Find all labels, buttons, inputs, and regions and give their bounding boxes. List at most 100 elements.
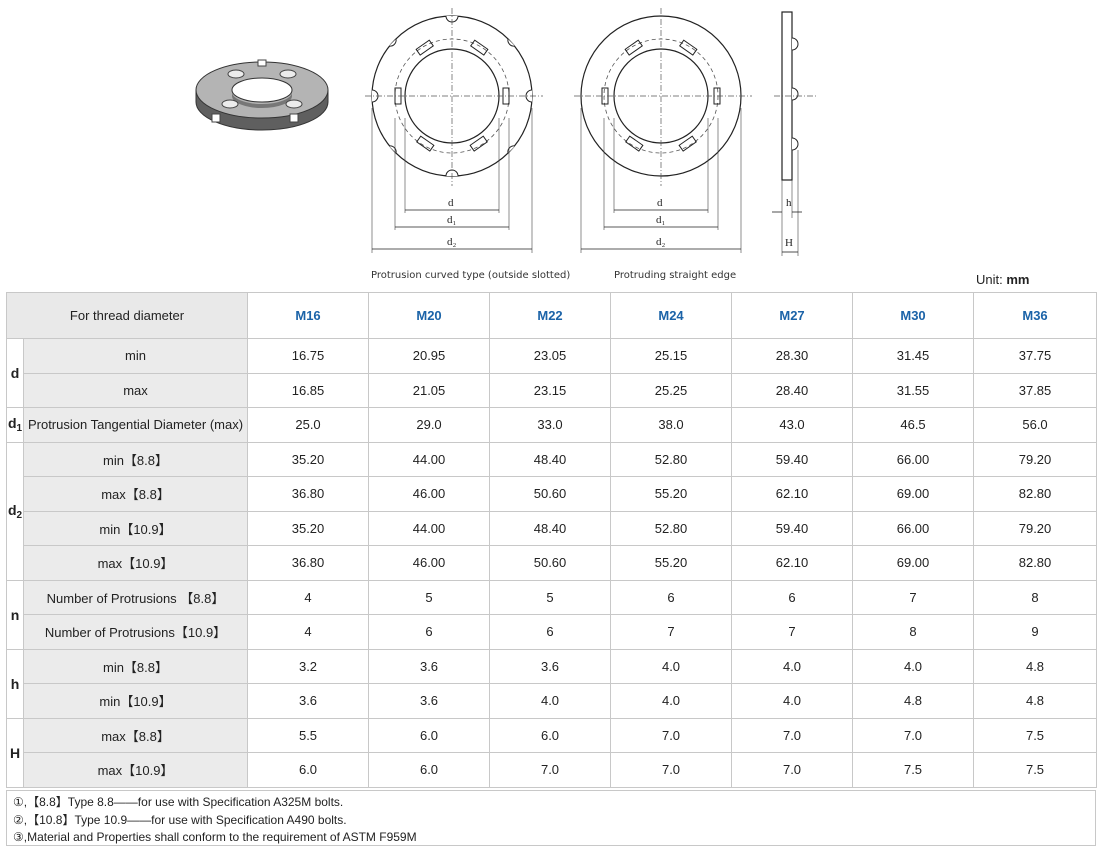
size-header: M27 xyxy=(731,292,854,339)
group-symbol-text: d xyxy=(7,501,17,518)
table-cell: 59.40 xyxy=(731,441,854,477)
table-cell: 79.20 xyxy=(973,441,1098,477)
size-header: M20 xyxy=(368,292,491,339)
row-label: max【8.8】 xyxy=(22,717,249,753)
row-label: min【8.8】 xyxy=(22,648,249,684)
dim-H-label: H xyxy=(785,237,793,249)
dim-d1-label: d₁ xyxy=(656,214,666,226)
table-cell: 66.00 xyxy=(852,510,975,546)
side-view-drawing: h H xyxy=(772,11,816,256)
unit-label: Unit: xyxy=(976,272,1003,287)
table-cell: 31.45 xyxy=(852,338,975,374)
table-cell: 7.0 xyxy=(731,717,854,753)
dim-d-label: d xyxy=(657,197,663,209)
dim-d-label: d xyxy=(448,197,454,209)
table-cell: 6.0 xyxy=(368,752,491,788)
table-cell: 37.75 xyxy=(973,338,1098,374)
table-cell: 38.0 xyxy=(610,407,733,443)
table-cell: 3.6 xyxy=(247,683,370,719)
group-symbol-text: H xyxy=(9,744,21,761)
table-cell: 35.20 xyxy=(247,510,370,546)
unit-value: mm xyxy=(1006,272,1030,287)
table-cell: 5 xyxy=(368,579,491,615)
table-cell: 36.80 xyxy=(247,545,370,581)
table-cell: 52.80 xyxy=(610,441,733,477)
table-cell: 16.75 xyxy=(247,338,370,374)
spec-table: For thread diameter M16 M20 M22 M24 M27 … xyxy=(5,292,1098,788)
group-symbol: H xyxy=(6,717,24,788)
size-header: M36 xyxy=(973,292,1098,339)
table-cell: 25.25 xyxy=(610,372,733,408)
table-cell: 44.00 xyxy=(368,441,491,477)
header-row: For thread diameter M16 M20 M22 M24 M27 … xyxy=(5,292,1098,339)
table-cell: 6.0 xyxy=(489,717,612,753)
table-cell: 6 xyxy=(368,614,491,650)
table-cell: 5 xyxy=(489,579,612,615)
table-cell: 7.0 xyxy=(731,752,854,788)
table-cell: 25.0 xyxy=(247,407,370,443)
table-cell: 3.2 xyxy=(247,648,370,684)
footnote: ②,【10.8】Type 10.9——for use with Specific… xyxy=(13,812,347,827)
group-symbol: n xyxy=(6,579,24,650)
table-cell: 16.85 xyxy=(247,372,370,408)
table-cell: 46.5 xyxy=(852,407,975,443)
table-cell: 4.8 xyxy=(973,683,1098,719)
table-cell: 46.00 xyxy=(368,545,491,581)
header-label: For thread diameter xyxy=(5,292,249,339)
washer-3d-illustration xyxy=(195,59,329,131)
table-cell: 23.05 xyxy=(489,338,612,374)
table-cell: 29.0 xyxy=(368,407,491,443)
table-cell: 8 xyxy=(852,614,975,650)
table-cell: 46.00 xyxy=(368,476,491,512)
table-cell: 7.0 xyxy=(489,752,612,788)
row-label: max xyxy=(22,372,249,408)
table-cell: 62.10 xyxy=(731,545,854,581)
table-cell: 5.5 xyxy=(247,717,370,753)
row-label: Number of Protrusions 【8.8】 xyxy=(22,579,249,615)
table-cell: 56.0 xyxy=(973,407,1098,443)
table-cell: 7.0 xyxy=(610,752,733,788)
table-cell: 59.40 xyxy=(731,510,854,546)
table-cell: 6 xyxy=(489,614,612,650)
curved-type-drawing: d d₁ d₂ xyxy=(365,8,543,253)
table-cell: 44.00 xyxy=(368,510,491,546)
table-cell: 6 xyxy=(610,579,733,615)
table-cell: 7 xyxy=(731,614,854,650)
table-cell: 31.55 xyxy=(852,372,975,408)
table-cell: 82.80 xyxy=(973,476,1098,512)
table-cell: 7 xyxy=(610,614,733,650)
table-cell: 7.5 xyxy=(852,752,975,788)
table-cell: 50.60 xyxy=(489,476,612,512)
row-label: max【8.8】 xyxy=(22,476,249,512)
row-label: min xyxy=(22,338,249,374)
table-cell: 7.0 xyxy=(852,717,975,753)
table-cell: 82.80 xyxy=(973,545,1098,581)
table-cell: 62.10 xyxy=(731,476,854,512)
row-label: max【10.9】 xyxy=(22,545,249,581)
table-cell: 50.60 xyxy=(489,545,612,581)
table-cell: 6 xyxy=(731,579,854,615)
table-cell: 4.0 xyxy=(489,683,612,719)
table-cell: 48.40 xyxy=(489,510,612,546)
table-cell: 4.0 xyxy=(610,683,733,719)
table-cell: 33.0 xyxy=(489,407,612,443)
table-cell: 52.80 xyxy=(610,510,733,546)
table-cell: 43.0 xyxy=(731,407,854,443)
row-label: min【8.8】 xyxy=(22,441,249,477)
table-cell: 7.5 xyxy=(973,752,1098,788)
group-symbol-text: n xyxy=(10,606,20,623)
footnote: ①,【8.8】Type 8.8——for use with Specificat… xyxy=(13,795,344,809)
table-cell: 4 xyxy=(247,614,370,650)
dim-d2-label: d₂ xyxy=(656,236,666,248)
group-symbol-subscript: 2 xyxy=(16,509,23,521)
table-cell: 3.6 xyxy=(368,648,491,684)
